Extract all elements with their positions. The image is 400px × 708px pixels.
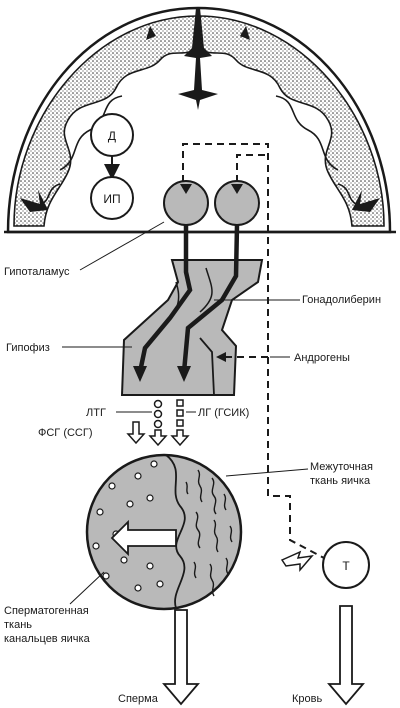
hypothalamus-label: Гипоталамус bbox=[4, 266, 70, 278]
interstitial-label-line1: Межуточная bbox=[310, 461, 373, 473]
fsg-label: ФСГ (ССГ) bbox=[38, 427, 93, 439]
androgens-arrowhead bbox=[216, 352, 226, 362]
hormone-release-columns bbox=[126, 399, 190, 447]
pituitary-arrow-right bbox=[177, 366, 191, 382]
sperm-label: Сперма bbox=[118, 693, 159, 705]
gonadoliberin-label: Гонадолиберин bbox=[302, 294, 381, 306]
interstitial-label-line2: ткань яичка bbox=[310, 475, 371, 487]
blood-output-arrow bbox=[327, 605, 365, 706]
androgen-feedback-lines bbox=[182, 143, 325, 559]
lg-label: ЛГ (ГСИК) bbox=[198, 407, 249, 419]
blood-label: Кровь bbox=[292, 693, 322, 705]
testis bbox=[85, 453, 243, 611]
pituitary-arrow-left bbox=[133, 366, 147, 382]
ltg-label: ЛТГ bbox=[86, 407, 106, 419]
spermatogenic-label-line2: ткань bbox=[4, 619, 32, 631]
t-node-label: Т bbox=[342, 559, 350, 573]
leader-lines bbox=[62, 221, 309, 605]
pituitary-label: Гипофиз bbox=[6, 342, 50, 354]
androgens-label: Андрогены bbox=[294, 352, 350, 364]
t-node: Т bbox=[322, 541, 370, 589]
sperm-output-arrow bbox=[162, 609, 200, 706]
ip-node-label: ИП bbox=[103, 192, 120, 206]
brain-cortex bbox=[4, 6, 396, 234]
d-node: Д bbox=[90, 113, 134, 157]
d-node-label: Д bbox=[108, 129, 116, 143]
testis-to-t-arrow bbox=[280, 550, 314, 573]
spermatogenic-label-line1: Сперматогенная bbox=[4, 605, 89, 617]
ip-node: ИП bbox=[90, 176, 134, 220]
spermatogenic-label-line3: канальцев яичка bbox=[4, 633, 91, 645]
